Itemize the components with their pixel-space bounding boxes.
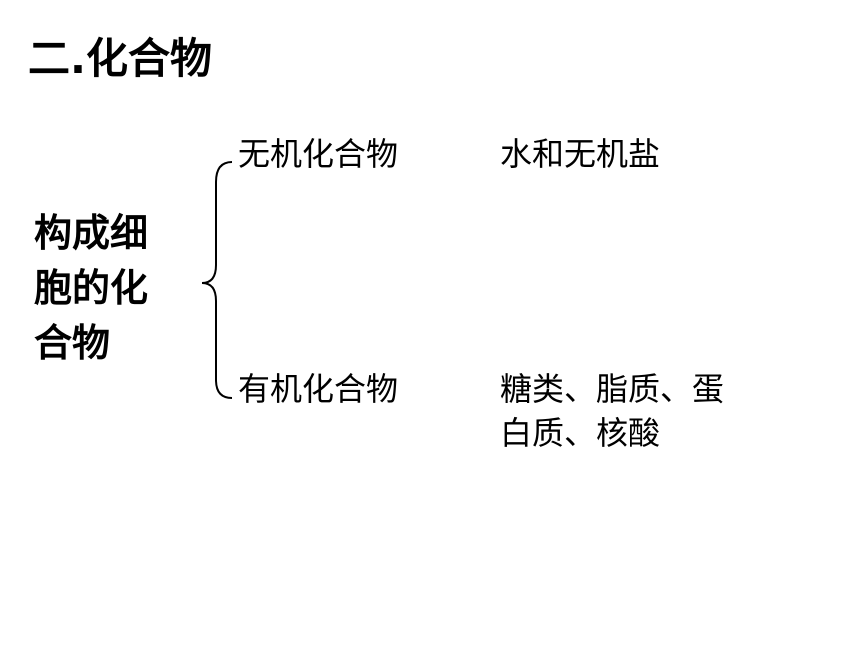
compound-label: 构成细 胞的化 合物 xyxy=(34,206,184,371)
branch-inorganic-detail-line-1: 水和无机盐 xyxy=(500,135,661,173)
branch-organic-name: 有机化合物 xyxy=(238,370,399,408)
branch-organic-detail-line-1: 糖类、脂质、蛋 xyxy=(500,370,725,408)
slide-title: 二.化合物 xyxy=(28,34,212,83)
branch-inorganic-name: 无机化合物 xyxy=(238,135,399,173)
branch-inorganic-detail: 水和无机盐 xyxy=(500,132,660,176)
compound-label-line-3: 合物 xyxy=(34,321,111,365)
curly-brace-icon xyxy=(201,161,233,399)
branch-organic-detail-line-2: 白质、核酸 xyxy=(500,414,661,452)
compound-label-line-2: 胞的化 xyxy=(34,266,149,310)
compound-label-line-1: 构成细 xyxy=(34,211,149,255)
branch-organic-detail: 糖类、脂质、蛋 白质、核酸 xyxy=(500,367,724,455)
